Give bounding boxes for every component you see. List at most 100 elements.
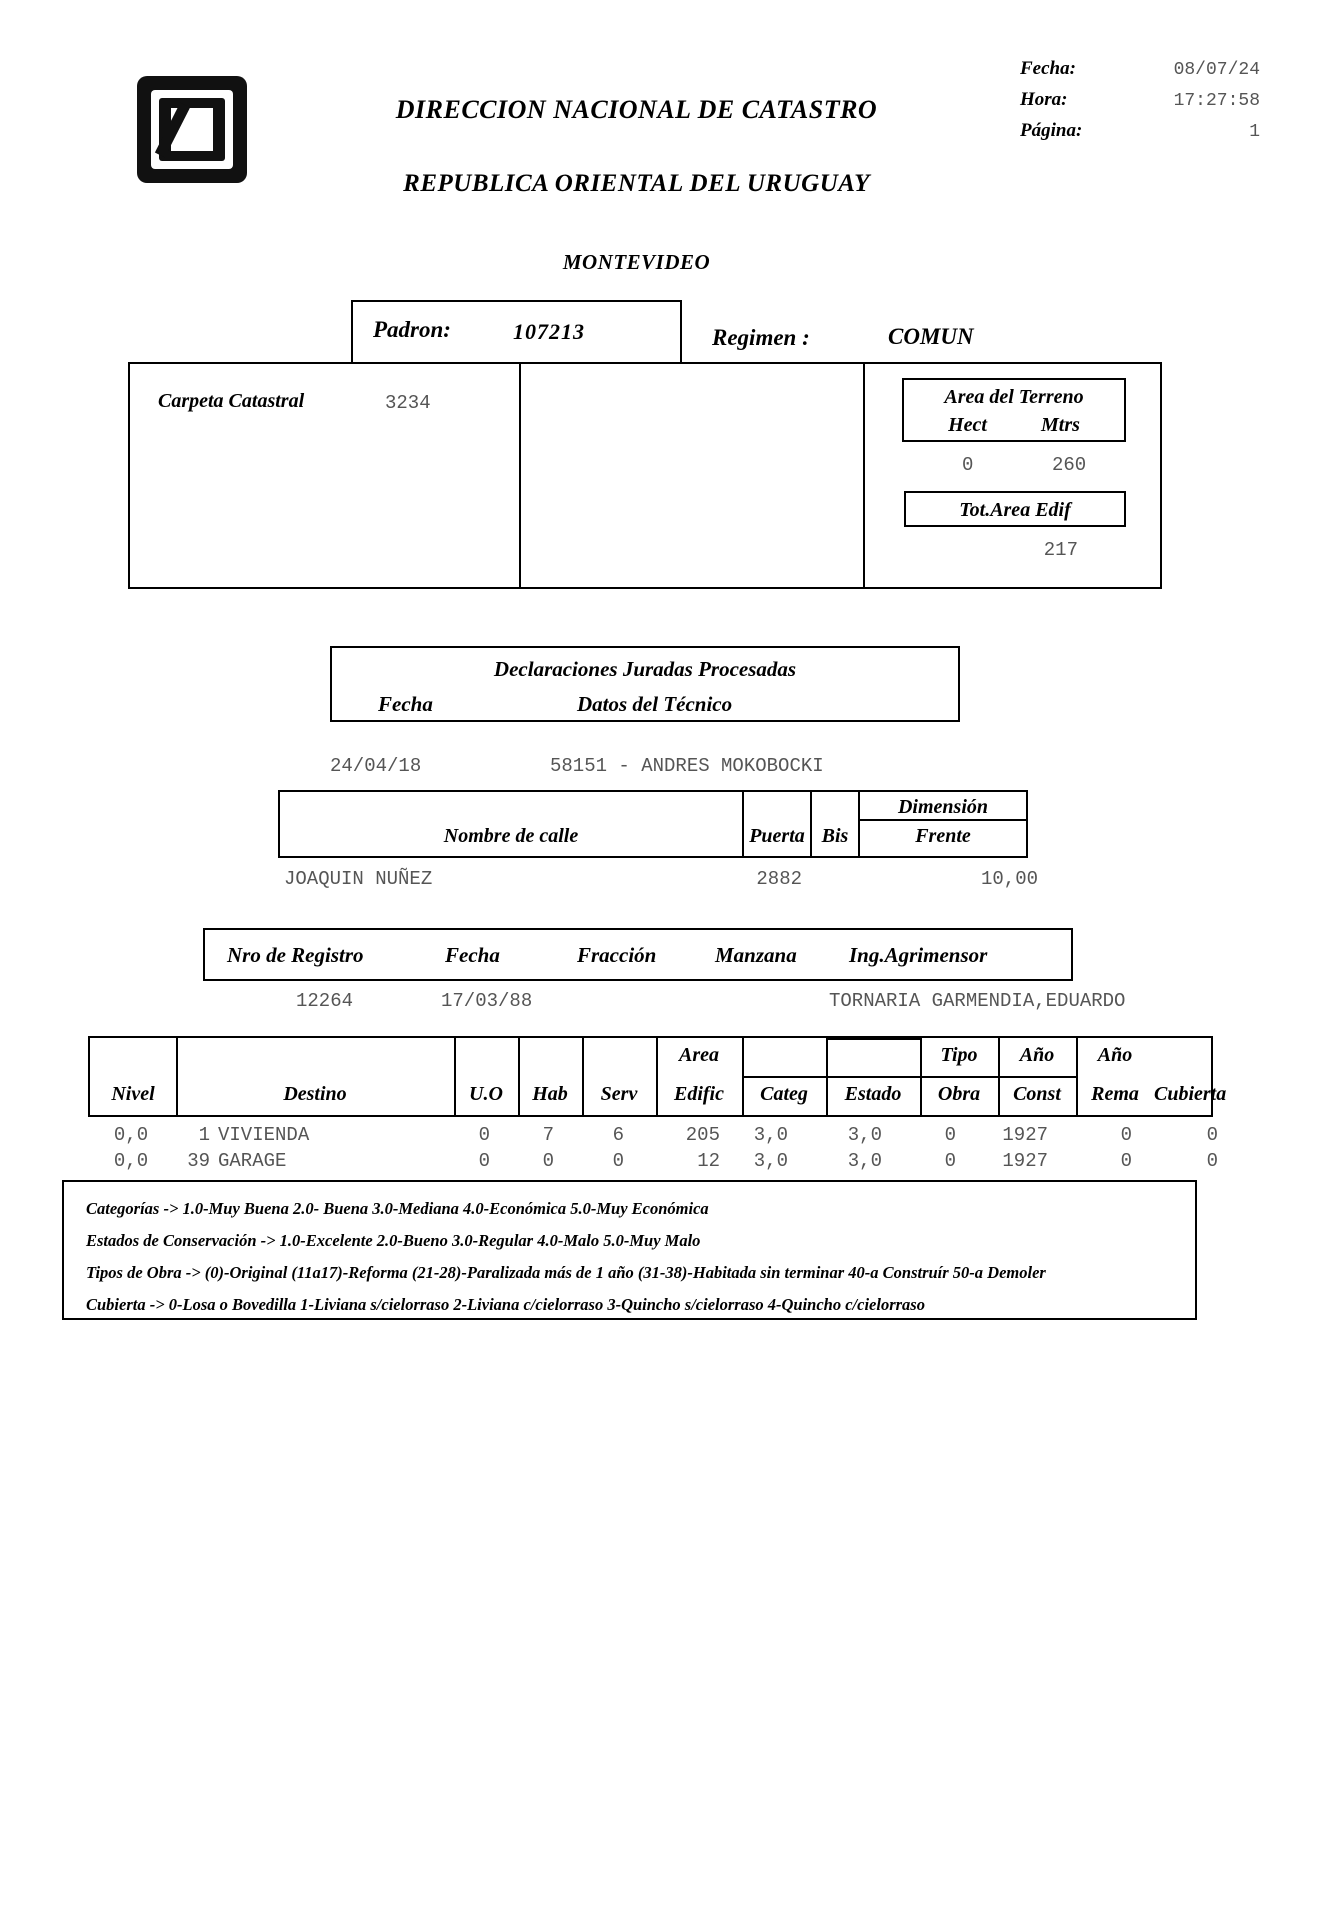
hect-label: Hect: [948, 414, 987, 436]
tot-area-edif-title: Tot.Area Edif: [959, 499, 1071, 521]
declaraciones-row: 24/04/18 58151 - ANDRES MOKOBOCKI: [330, 755, 1030, 779]
row1-uo: 0: [478, 1150, 490, 1172]
row0-serv: 6: [612, 1124, 624, 1146]
padron-value: 107213: [513, 319, 585, 344]
hora-label: Hora:: [1020, 89, 1068, 110]
meta-row-pagina: Página: 1: [1020, 120, 1260, 151]
row1-categ: 3,0: [753, 1150, 788, 1172]
info-divider-2: [863, 364, 865, 587]
row0-categ: 3,0: [753, 1124, 788, 1146]
th-anio-const-top-label: Año: [1019, 1044, 1055, 1066]
fecha-label: Fecha:: [1020, 58, 1076, 79]
padron-label: Padron:: [373, 317, 451, 342]
row0-destino-code: 1: [198, 1124, 210, 1146]
mtrs-label: Mtrs: [1040, 414, 1080, 436]
row0-nivel: 0,0: [113, 1124, 149, 1146]
th-destino: Destino: [176, 1038, 454, 1115]
registro-col-manzana: Manzana: [715, 943, 797, 967]
th-nivel: Nivel: [90, 1038, 176, 1115]
th-uo: U.O: [454, 1038, 518, 1115]
th-tipo-bottom-label: Obra: [937, 1083, 981, 1105]
row1-cubierta: 0: [1206, 1150, 1218, 1172]
calle-data-row: JOAQUIN NUÑEZ 2882 10,00: [278, 868, 1058, 894]
th-serv-label: Serv: [600, 1083, 638, 1105]
legend-line-tipos-obra: Tipos de Obra -> (0)-Original (11a17)-Re…: [86, 1263, 1046, 1283]
th-anio-rema-bottom-label: Rema: [1091, 1083, 1139, 1105]
calle-col-bis-label: Bis: [821, 825, 849, 847]
regimen-label: Regimen :: [712, 325, 810, 350]
area-terreno-subheads: Hect Mtrs: [904, 414, 1124, 437]
meta-row-fecha: Fecha: 08/07/24: [1020, 58, 1260, 89]
row0-anio-rema: 0: [1120, 1124, 1132, 1146]
th-nivel-label: Nivel: [111, 1083, 155, 1105]
row1-nivel: 0,0: [113, 1150, 149, 1172]
th-categ-label: Categ: [760, 1083, 808, 1105]
tbl-divider-4: [582, 1038, 584, 1115]
th-cubierta-label: Cubierta: [1154, 1083, 1227, 1105]
tot-area-edif-box: Tot.Area Edif: [904, 491, 1126, 527]
registro-row-nro: 12264: [296, 990, 354, 1012]
calle-row-frente: 10,00: [980, 868, 1038, 890]
th-tipo-obra: Tipo Obra: [920, 1038, 998, 1115]
th-area-bottom-label: Edific: [674, 1083, 724, 1105]
row0-area-edific: 205: [685, 1124, 720, 1146]
hect-value: 0: [962, 454, 974, 476]
property-info-box: Carpeta Catastral 3234 Area del Terreno …: [128, 362, 1162, 589]
th-serv: Serv: [582, 1038, 656, 1115]
th-anio-rema: Año Rema: [1076, 1038, 1154, 1115]
tbl-divider-10: [1076, 1038, 1078, 1115]
legend-line-estados: Estados de Conservación -> 1.0-Excelente…: [86, 1231, 701, 1251]
country-title-text: REPUBLICA ORIENTAL DEL URUGUAY: [403, 170, 870, 197]
tbl-divider-3: [518, 1038, 520, 1115]
row0-uo: 0: [478, 1124, 490, 1146]
calle-col-puerta: Puerta: [742, 792, 810, 856]
registro-col-agrimensor: Ing.Agrimensor: [849, 943, 988, 967]
meta-row-hora: Hora: 17:27:58: [1020, 89, 1260, 120]
tbl-divider-5: [656, 1038, 658, 1115]
th-cubierta: Cubierta: [1154, 1038, 1227, 1115]
declaraciones-col-tecnico: Datos del Técnico: [577, 692, 733, 716]
city-title: MONTEVIDEO: [0, 250, 1317, 275]
calle-col-frente-label: Frente: [860, 819, 1026, 848]
calle-header-table: Nombre de calle Puerta Bis Dimensión Fre…: [278, 790, 1028, 858]
th-destino-label: Destino: [283, 1083, 347, 1105]
tbl-divider-1: [176, 1038, 178, 1115]
th-estado: Estado: [826, 1038, 920, 1115]
org-title-text: DIRECCION NACIONAL DE CATASTRO: [395, 95, 878, 124]
calle-col-nombre-label: Nombre de calle: [443, 825, 579, 847]
row1-destino: GARAGE: [218, 1150, 287, 1172]
calle-col-bis: Bis: [810, 792, 858, 856]
registro-col-nro: Nro de Registro: [227, 943, 364, 967]
th-anio-const: Año Const: [998, 1038, 1076, 1115]
calle-col-puerta-label: Puerta: [749, 825, 805, 847]
th-area-edific: Area Edific: [656, 1038, 742, 1115]
tot-area-edif-value: 217: [1043, 539, 1078, 561]
registro-row-fecha: 17/03/88: [441, 990, 533, 1012]
row1-area-edific: 12: [697, 1150, 720, 1172]
table-row: 0,0 1 VIVIENDA 0 7 6 205 3,0 3,0 0 1927 …: [88, 1124, 1223, 1150]
row0-tipo-obra: 0: [944, 1124, 956, 1146]
th-categ: Categ: [742, 1038, 826, 1115]
declaraciones-col-fecha: Fecha: [378, 692, 433, 716]
th-anio-const-bottom-label: Const: [1013, 1083, 1061, 1105]
registro-data-row: 12264 17/03/88 TORNARIA GARMENDIA,EDUARD…: [203, 990, 1203, 1016]
city-title-text: MONTEVIDEO: [562, 250, 711, 274]
row0-destino: VIVIENDA: [218, 1124, 310, 1146]
calle-row-nombre: JOAQUIN NUÑEZ: [284, 868, 433, 890]
th-anio-rema-top-label: Año: [1097, 1044, 1133, 1066]
regimen-value: COMUN: [888, 324, 974, 349]
carpeta-catastral-value: 3234: [385, 392, 431, 414]
th-area-top-label: Area: [679, 1044, 719, 1066]
th-estado-label: Estado: [844, 1083, 902, 1105]
declaraciones-juradas-box: Declaraciones Juradas Procesadas Fecha D…: [330, 646, 960, 722]
th-hab-label: Hab: [532, 1083, 568, 1105]
declaraciones-row-fecha: 24/04/18: [330, 755, 422, 777]
th-uo-label: U.O: [469, 1083, 503, 1105]
row0-cubierta: 0: [1206, 1124, 1218, 1146]
construcciones-table-rows: 0,0 1 VIVIENDA 0 7 6 205 3,0 3,0 0 1927 …: [88, 1124, 1223, 1176]
row1-estado: 3,0: [847, 1150, 882, 1172]
row0-estado: 3,0: [847, 1124, 882, 1146]
row0-hab: 7: [542, 1124, 554, 1146]
